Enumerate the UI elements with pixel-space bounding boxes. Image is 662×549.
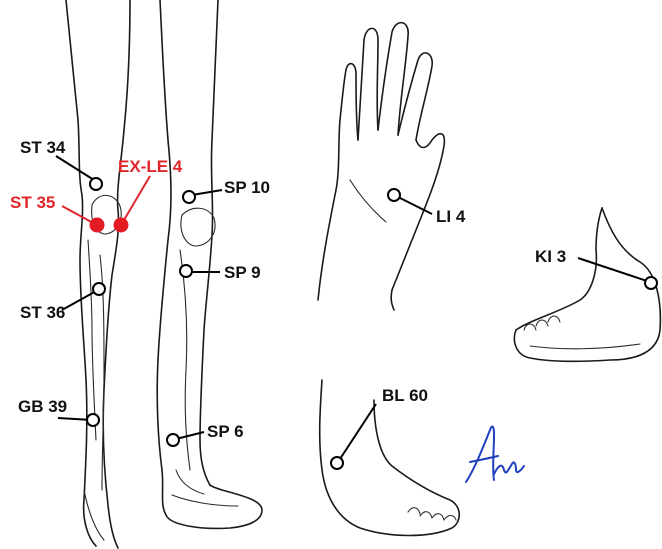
label-ex-le4: EX-LE 4 (118, 157, 183, 176)
label-gb39: GB 39 (18, 397, 67, 416)
leader-bl60 (338, 404, 376, 462)
label-st35: ST 35 (10, 193, 55, 212)
point-marker-st34 (90, 178, 102, 190)
label-sp6: SP 6 (207, 422, 244, 441)
point-marker-st35 (90, 218, 104, 232)
point-marker-ex-le4 (114, 218, 128, 232)
label-ki3: KI 3 (535, 247, 566, 266)
label-sp10: SP 10 (224, 178, 270, 197)
point-marker-sp10 (183, 191, 195, 203)
hand-drawing (318, 23, 444, 310)
point-marker-sp9 (180, 265, 192, 277)
leader-st34 (56, 156, 94, 180)
acupoint-markers (87, 178, 657, 469)
left-leg-drawing (66, 0, 130, 548)
point-marker-li4 (388, 189, 400, 201)
leader-ex-le4 (124, 176, 150, 220)
point-marker-sp6 (167, 434, 179, 446)
leader-st36 (62, 290, 98, 310)
label-st34: ST 34 (20, 138, 66, 157)
point-marker-gb39 (87, 414, 99, 426)
foot-medial-drawing (514, 208, 660, 361)
signature-mark (466, 427, 524, 482)
point-marker-bl60 (331, 457, 343, 469)
leader-st35 (62, 206, 95, 224)
label-st36: ST 36 (20, 303, 65, 322)
point-marker-st36 (93, 283, 105, 295)
point-marker-ki3 (645, 277, 657, 289)
label-bl60: BL 60 (382, 386, 428, 405)
label-sp9: SP 9 (224, 263, 261, 282)
label-li4: LI 4 (436, 207, 466, 226)
